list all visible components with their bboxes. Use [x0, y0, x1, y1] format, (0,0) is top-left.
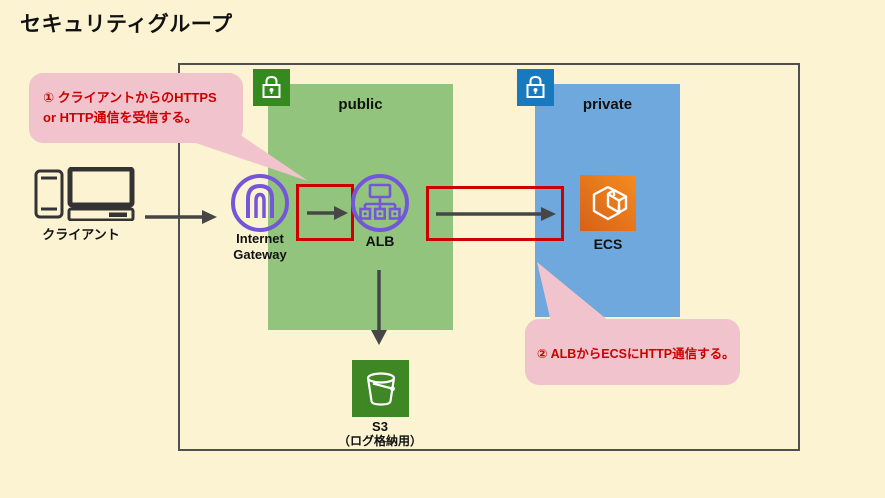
- security-group-public-badge: [253, 69, 290, 106]
- internet-gateway-label: Internet Gateway: [233, 231, 287, 263]
- s3-sublabel: （ログ格納用）: [337, 434, 422, 448]
- ecs-glyph: [592, 185, 628, 221]
- page-title: セキュリティグループ: [20, 13, 233, 36]
- callout-https-receive: ① クライアントからのHTTPS or HTTP通信を受信する。: [29, 73, 243, 143]
- vpc-boundary-box: [178, 63, 800, 451]
- alb-label: ALB: [365, 233, 395, 249]
- highlight-rect-igw-alb: [296, 184, 354, 241]
- s3-icon: [352, 360, 409, 417]
- client-devices-icon: [34, 167, 135, 221]
- client-label: クライアント: [42, 227, 120, 242]
- s3-bucket-glyph: [366, 371, 395, 406]
- public-subnet-label: public: [338, 96, 383, 113]
- alb-icon: [351, 174, 409, 232]
- private-subnet-label: private: [582, 96, 633, 113]
- lock-icon: [262, 75, 281, 98]
- lock-icon: [526, 75, 545, 98]
- security-group-private-badge: [517, 69, 554, 106]
- s3-label: S3: [372, 419, 388, 434]
- callout-alb-to-ecs-http-text: ② ALBからECSにHTTP通信する。: [537, 346, 735, 361]
- ecs-label: ECS: [593, 236, 623, 252]
- callout-https-receive-text: ① クライアントからのHTTPS or HTTP通信を受信する。: [43, 89, 217, 125]
- ecs-icon: [580, 175, 636, 231]
- callout-alb-to-ecs-http: ② ALBからECSにHTTP通信する。: [525, 319, 740, 385]
- internet-gateway-icon: [231, 174, 289, 232]
- highlight-rect-alb-ecs: [426, 186, 564, 241]
